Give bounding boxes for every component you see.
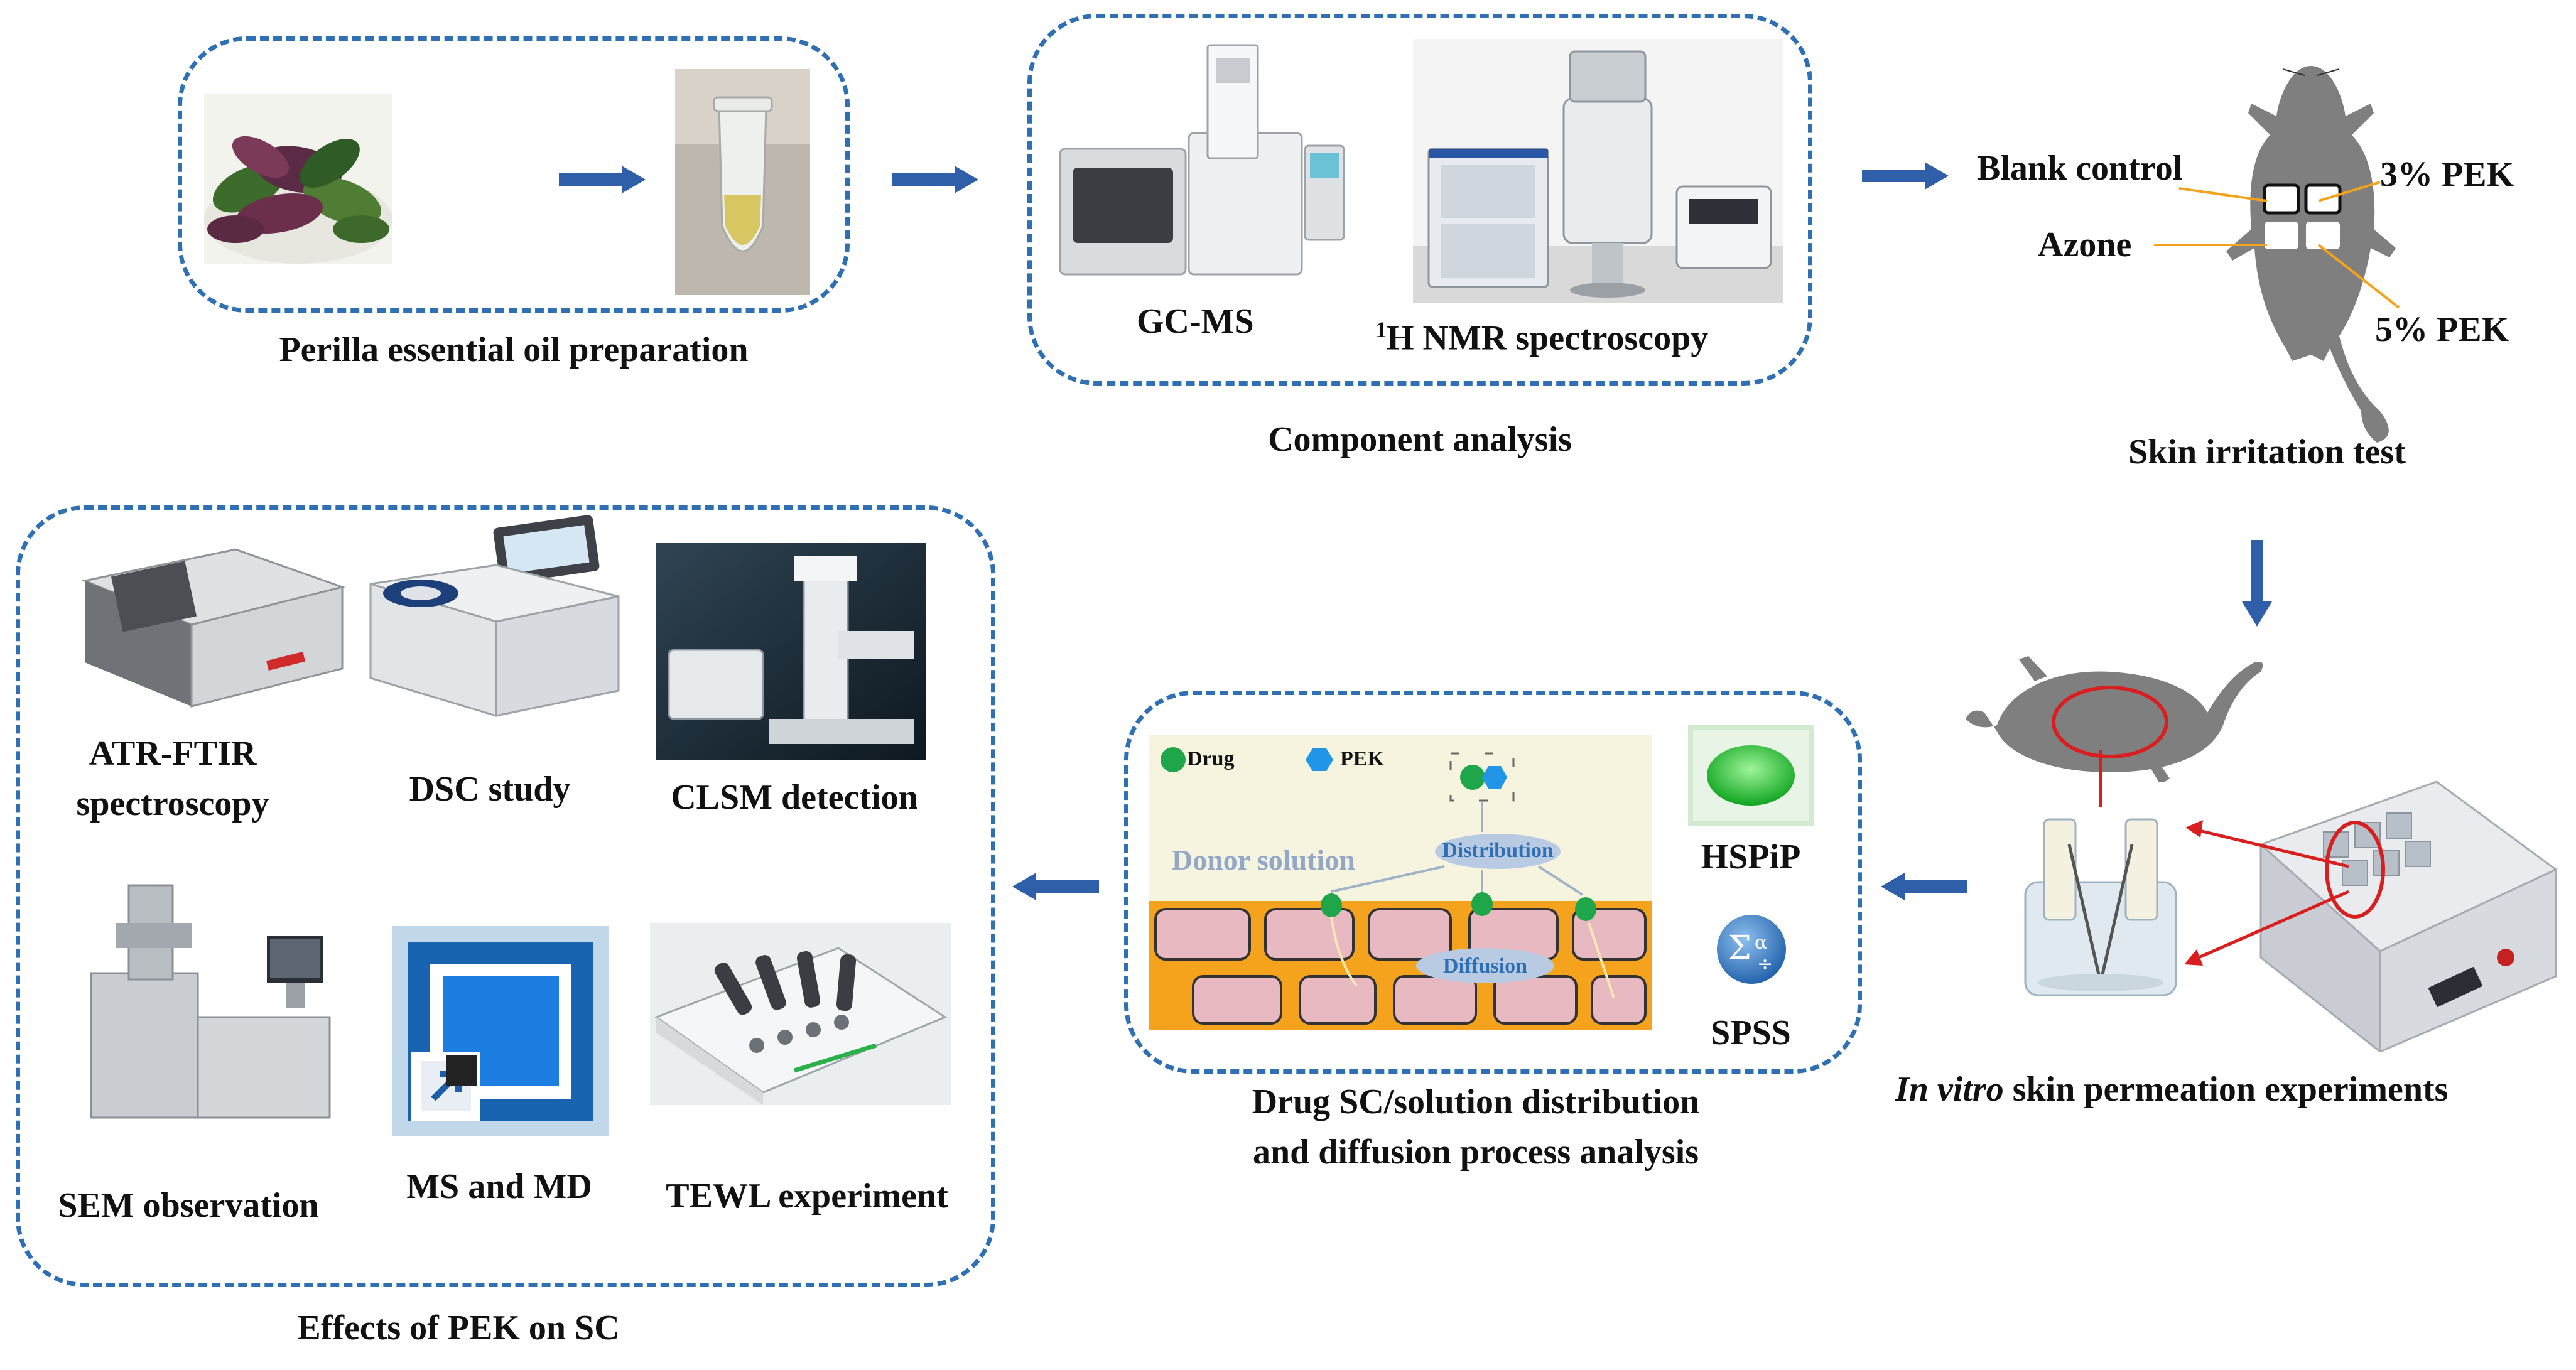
preparation-box [178,36,850,313]
skin-irritation-label: Skin irritation test [2128,433,2406,472]
preparation-label: Perilla essential oil preparation [279,330,749,369]
blank-control-label: Blank control [1977,149,2183,188]
distribution-diffusion-diagram [1149,735,1652,1030]
azone-label: Azone [2038,225,2132,264]
sem-label: SEM observation [58,1186,319,1225]
tewl-instrument-image [650,923,951,1105]
ms-md-label: MS and MD [406,1167,592,1206]
arrow-right-icon [892,166,978,193]
legend-drug-label: Drug [1187,747,1235,770]
arrow-down-icon [2242,540,2272,627]
hspip-logo [1688,725,1814,826]
arrow-right-icon [559,166,646,193]
nmr-label-text: H NMR spectroscopy [1387,318,1709,358]
distribution-label-line1: Drug SC/solution distribution [1252,1082,1700,1121]
nmr-label: 1H NMR spectroscopy [1375,317,1709,358]
effects-label: Effects of PEK on SC [297,1308,620,1347]
arrow-left-icon [1881,873,1967,900]
effects-box [16,505,995,1287]
component-analysis-label: Component analysis [1268,420,1572,459]
pek3-label: 3% PEK [2380,155,2514,194]
permeation-label: In vitro skin permeation experiments [1895,1070,2449,1109]
atr-ftir-instrument-image [78,537,349,719]
permeation-apparatus-image [2248,769,2562,1052]
dsc-label: DSC study [409,770,571,809]
distribution-box [1124,691,1862,1074]
hspip-sphere-icon [1707,745,1795,806]
atr-ftir-label-line2: spectroscopy [76,784,269,823]
oil-tube-image [675,69,810,295]
mouse-ventral-icon [1966,656,2263,782]
nmr-superscript: 1 [1375,317,1387,342]
tewl-label: TEWL experiment [666,1177,948,1216]
permeation-label-rest: skin permeation experiments [2003,1070,2449,1109]
permeation-label-italic: In vitro [1895,1070,2004,1109]
ms-md-software-logo [392,926,609,1136]
gcms-instrument-image [1054,39,1349,284]
donor-solution-label: Donor solution [1172,844,1355,876]
diffusion-cells-image [2013,807,2189,1001]
atr-ftir-label-line1: ATR-FTIR [89,734,257,773]
arrow-left-icon [1012,873,1099,900]
svg-text:Σ: Σ [1728,929,1751,967]
distribution-label-line2: and diffusion process analysis [1252,1133,1699,1172]
irritation-pointer-lines [2154,181,2400,309]
dsc-instrument-image [364,515,625,722]
pek5-label: 5% PEK [2375,310,2509,349]
hspip-label: HSPiP [1701,838,1801,876]
diffusion-tag: Diffusion [1442,954,1528,978]
component-analysis-box [1027,14,1812,386]
gcms-label: GC-MS [1137,302,1254,341]
clsm-label: CLSM detection [671,778,918,817]
nmr-instrument-image [1413,39,1783,303]
spss-logo-icon: Σ α ÷ [1717,915,1786,984]
arrow-right-icon [1862,162,1949,190]
legend-pek-label: PEK [1340,747,1384,770]
sem-instrument-image [78,866,336,1130]
spss-label: SPSS [1711,1013,1791,1052]
svg-text:÷: ÷ [1757,953,1773,975]
clsm-instrument-image [656,543,926,760]
red-callout-arrows [2184,820,2350,966]
distribution-tag: Distribution [1442,839,1554,862]
perilla-leaves-image [204,94,392,264]
svg-text:α: α [1755,932,1767,954]
